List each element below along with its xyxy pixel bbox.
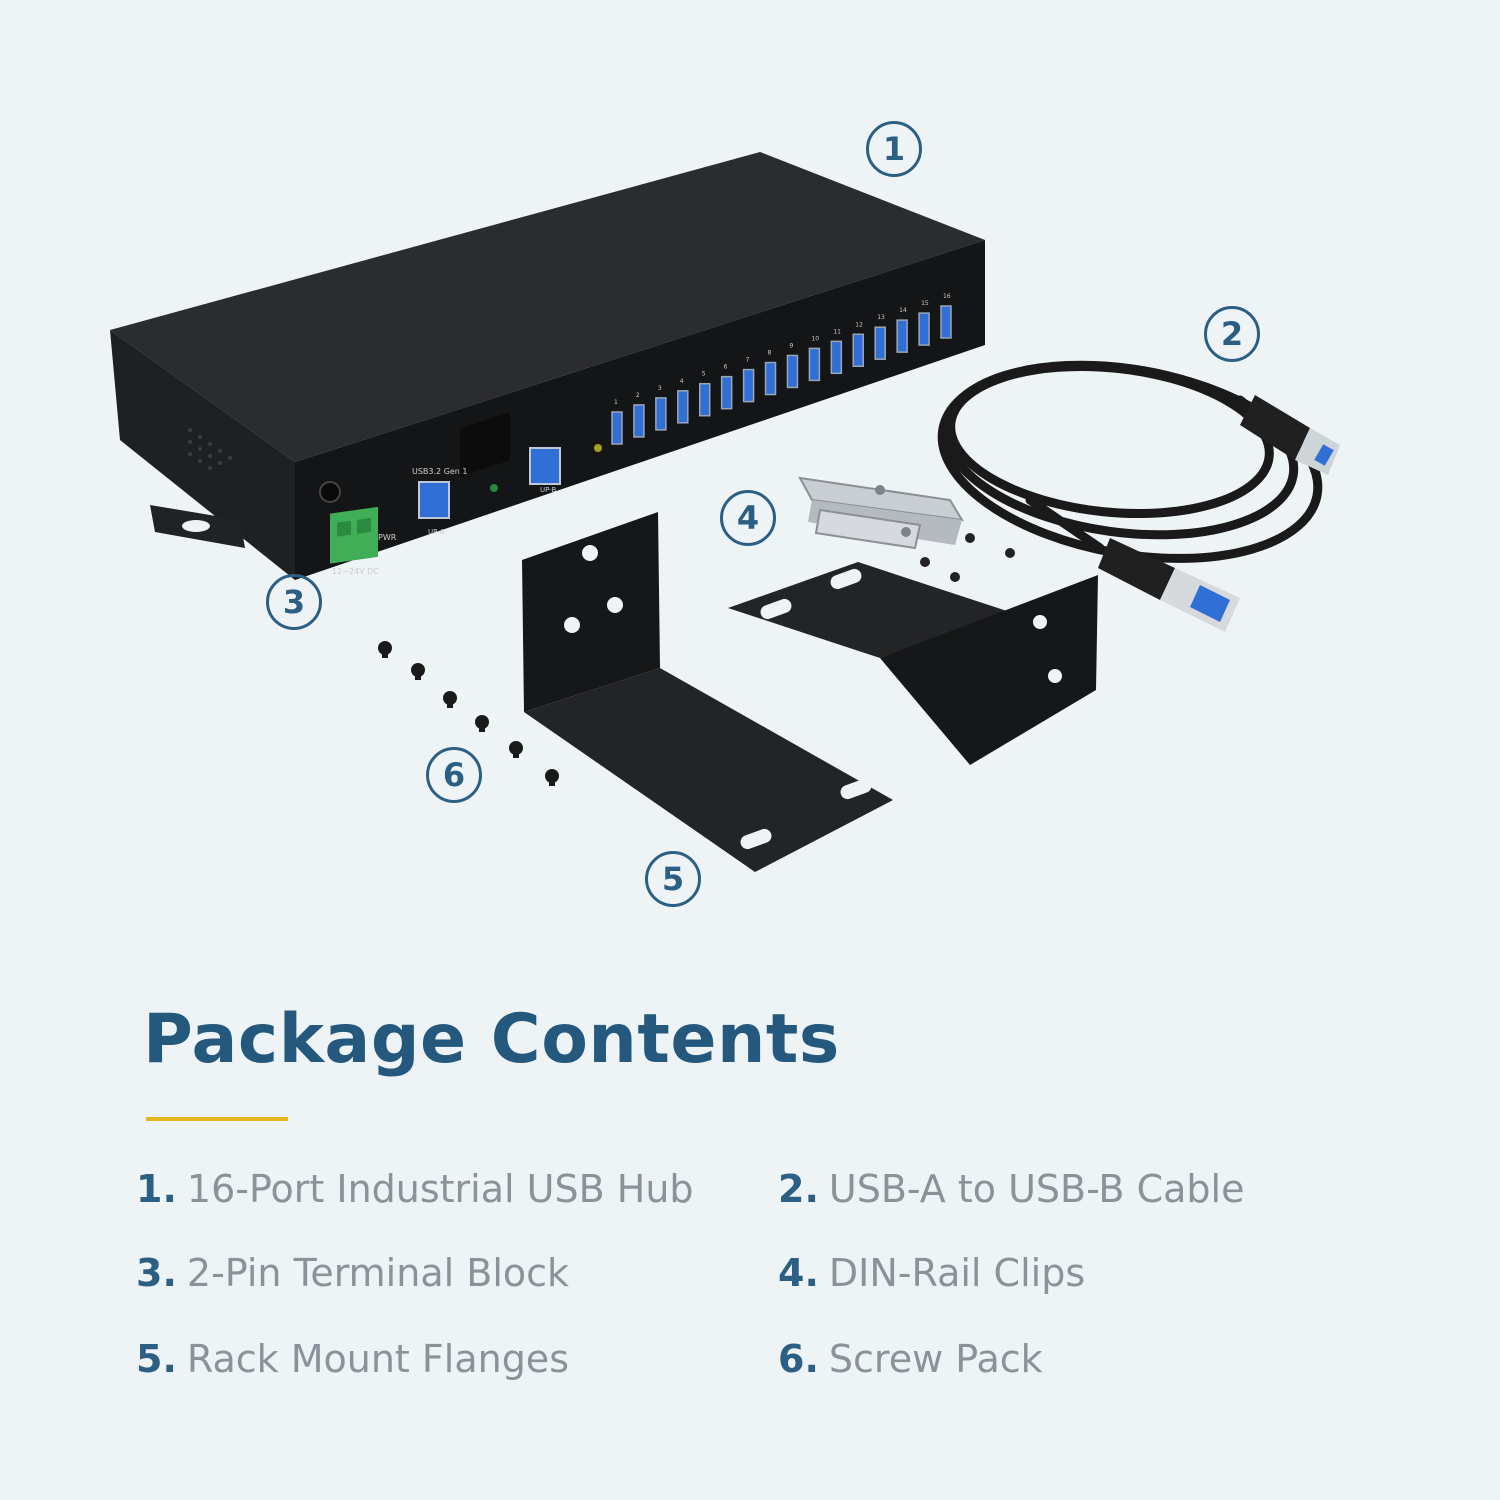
item-label: 2-Pin Terminal Block: [186, 1251, 570, 1295]
port-number-label: 16: [943, 293, 951, 300]
list-item-5: 5.Rack Mount Flanges: [136, 1336, 569, 1382]
callout-4: 4: [720, 490, 776, 546]
callout-2: 2: [1204, 306, 1260, 362]
list-item-1: 1.16-Port Industrial USB Hub: [136, 1166, 694, 1212]
usb-port: [611, 411, 623, 445]
item-label: Screw Pack: [828, 1337, 1043, 1381]
callout-1: 1: [866, 121, 922, 177]
item-number: 2.: [778, 1167, 819, 1211]
port-number-label: 1: [614, 399, 618, 406]
item-number: 6.: [778, 1337, 819, 1381]
usb-port: [677, 390, 689, 424]
up-a-label: UP-A: [428, 528, 445, 536]
port-number-label: 15: [921, 300, 929, 307]
power-label: 12~24V DC: [332, 567, 379, 576]
usb-port: [633, 404, 645, 438]
port-number-label: 3: [658, 385, 662, 392]
usb-port: [874, 326, 886, 360]
item-number: 1.: [136, 1167, 177, 1211]
usb-port: [655, 397, 667, 431]
usb-port: [830, 340, 843, 375]
callout-5: 5: [645, 851, 701, 907]
rack-flange-left: [522, 512, 893, 872]
port-number-label: 12: [855, 321, 863, 328]
list-item-6: 6.Screw Pack: [778, 1336, 1043, 1382]
callout-3: 3: [266, 574, 322, 630]
usb-b-connector: [1240, 395, 1340, 475]
port-number-label: 11: [833, 328, 841, 335]
port-number-label: 4: [680, 378, 684, 385]
screw-pack-image: [378, 641, 559, 786]
port-number-label: 10: [811, 335, 819, 342]
usb-a-connector: [1098, 538, 1240, 632]
callout-6: 6: [426, 747, 482, 803]
usb-port: [808, 347, 821, 382]
item-number: 4.: [778, 1251, 819, 1295]
rack-flange-right: [728, 562, 1098, 765]
item-number: 5.: [136, 1337, 177, 1381]
item-number: 3.: [136, 1251, 177, 1295]
usb-port: [764, 361, 777, 396]
usb-port: [786, 354, 799, 389]
usb-port: [698, 382, 711, 417]
item-label: Rack Mount Flanges: [186, 1337, 569, 1381]
title-underline: [146, 1117, 288, 1121]
terminal-block-image: [330, 506, 378, 564]
port-number-label: 6: [724, 364, 728, 371]
usb-port: [852, 333, 865, 368]
item-label: 16-Port Industrial USB Hub: [186, 1167, 694, 1211]
port-number-label: 13: [877, 314, 885, 321]
list-item-2: 2.USB-A to USB-B Cable: [778, 1166, 1244, 1212]
usb-hub-image: 12~24V DC PWR USB3.2 Gen 1 UP-A UP-B 123…: [110, 152, 985, 580]
port-number-label: 9: [789, 342, 793, 349]
usb-port: [940, 305, 952, 339]
usb-port: [720, 375, 733, 410]
page-title: Package Contents: [143, 1000, 840, 1079]
port-number-label: 5: [702, 371, 706, 378]
usb-port: [918, 312, 930, 346]
port-number-label: 14: [899, 307, 907, 314]
list-item-3: 3.2-Pin Terminal Block: [136, 1250, 569, 1296]
item-label: DIN-Rail Clips: [828, 1251, 1086, 1295]
din-rail-clips-image: [798, 476, 1015, 582]
usb-port: [896, 319, 908, 353]
port-number-label: 2: [636, 392, 640, 399]
list-item-4: 4.DIN-Rail Clips: [778, 1250, 1085, 1296]
port-number-label: 7: [746, 357, 750, 364]
pwr-label: PWR: [378, 533, 397, 542]
item-label: USB-A to USB-B Cable: [828, 1167, 1245, 1211]
up-b-label: UP-B: [540, 486, 556, 494]
port-number-label: 8: [768, 350, 772, 357]
usb-port: [742, 368, 755, 403]
usb-label: USB3.2 Gen 1: [412, 467, 468, 476]
